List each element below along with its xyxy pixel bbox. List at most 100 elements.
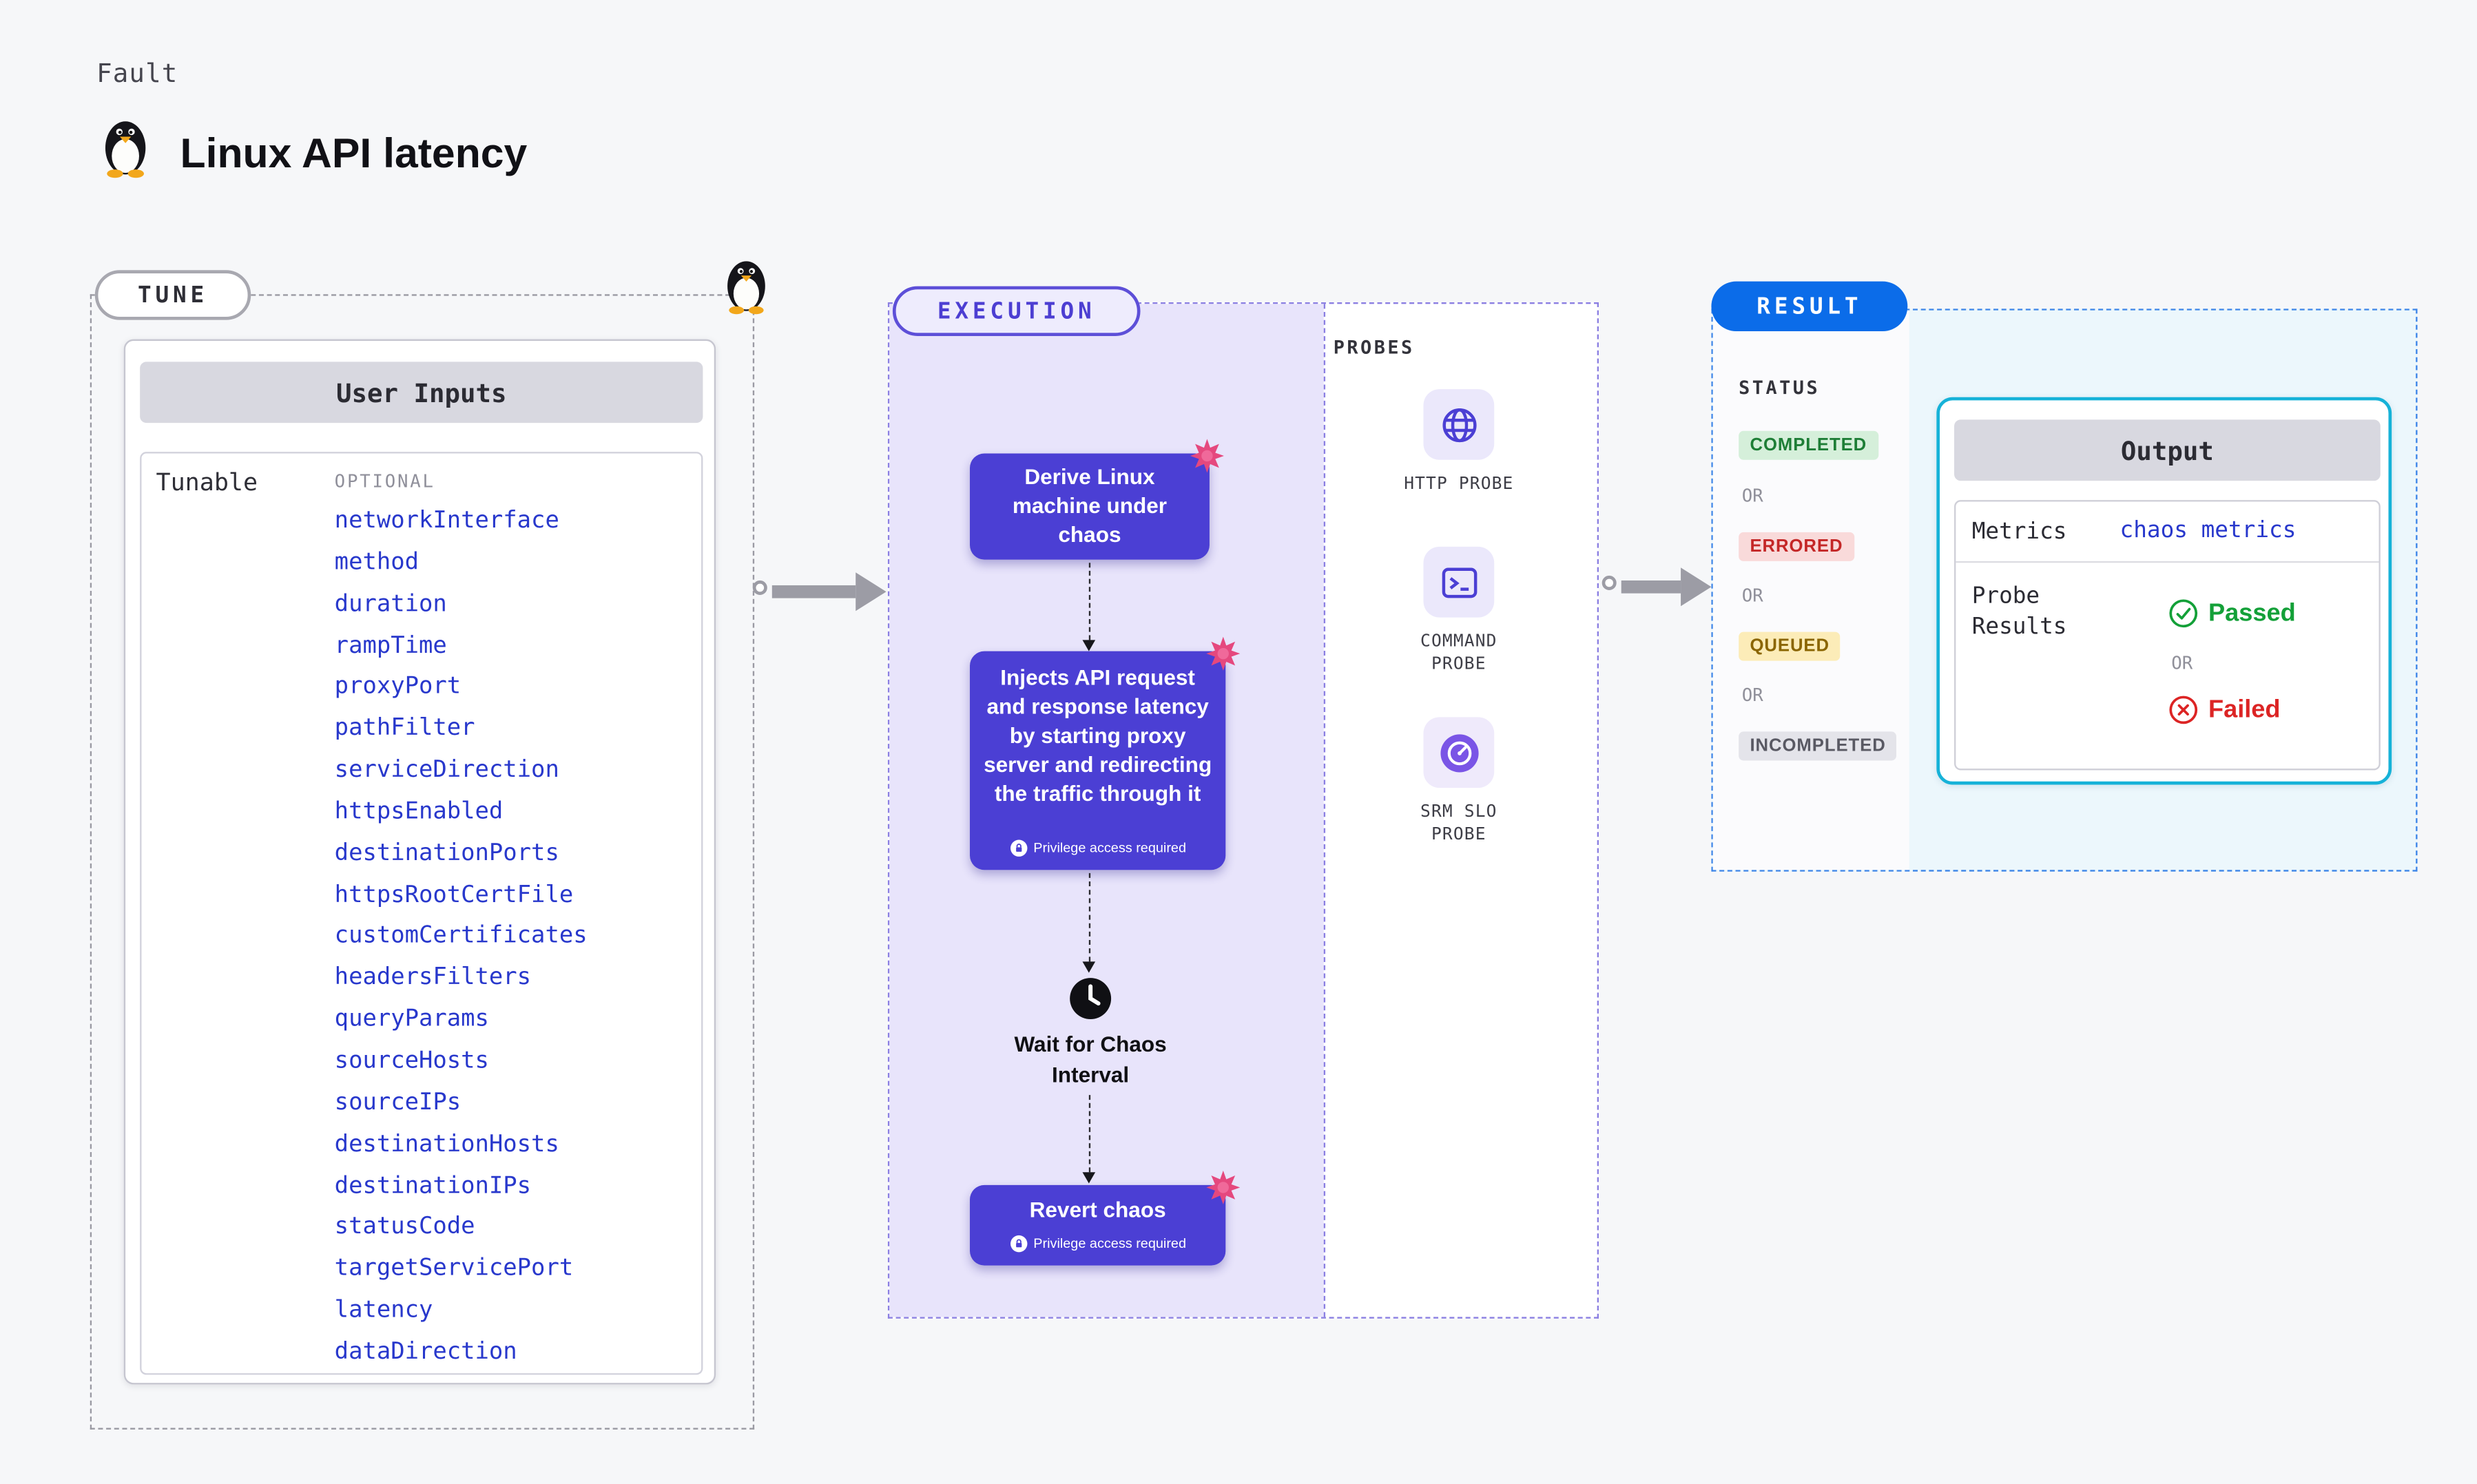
tunable-link[interactable]: proxyPort	[334, 674, 462, 700]
status-badge-completed: COMPLETED	[1739, 430, 1878, 460]
flow-step-derive-label: Derive Linux machine under chaos	[1012, 464, 1168, 547]
chaos-burst-icon	[1206, 636, 1241, 671]
tunable-link[interactable]: pathFilter	[334, 715, 475, 742]
failed-label: Failed	[2208, 695, 2281, 723]
probe-srm	[1423, 717, 1495, 788]
clock-icon	[1068, 976, 1112, 1021]
tunable-link[interactable]: serviceDirection	[334, 757, 559, 784]
status-strip	[1712, 310, 1909, 870]
flow-step-derive: Derive Linux machine under chaos	[970, 439, 1224, 560]
terminal-icon	[1441, 567, 1477, 598]
metrics-label: Metrics	[1971, 519, 2067, 545]
privilege-note-label: Privilege access required	[1033, 839, 1187, 856]
status-badge-queued: QUEUED	[1739, 631, 1841, 661]
passed-label: Passed	[2208, 598, 2296, 627]
tunable-link[interactable]: method	[334, 550, 419, 576]
tunable-link[interactable]: rampTime	[334, 632, 447, 659]
probe-http	[1423, 389, 1495, 460]
arrow-origin-dot	[752, 580, 767, 595]
tunable-link[interactable]: latency	[334, 1297, 433, 1324]
flow-connector	[1082, 563, 1096, 651]
probe-command-label: COMMAND PROBE	[1420, 631, 1497, 674]
tunable-link[interactable]: targetServicePort	[334, 1256, 574, 1282]
tune-pill-label: TUNE	[137, 282, 209, 309]
tunable-link[interactable]: destinationPorts	[334, 840, 559, 866]
probe-command	[1423, 546, 1495, 618]
user-inputs-title: User Inputs	[336, 377, 507, 408]
arrow-shaft	[1621, 580, 1681, 594]
metrics-row: Metrics chaos metrics	[1956, 502, 2379, 563]
privilege-note: Privilege access required	[970, 1229, 1225, 1257]
optional-column-header: OPTIONAL	[334, 471, 435, 492]
or-separator: OR	[2171, 653, 2193, 674]
or-separator: OR	[1741, 485, 1763, 507]
passed-indicator: Passed	[2168, 598, 2296, 629]
failed-indicator: Failed	[2168, 695, 2281, 725]
or-separator: OR	[1741, 585, 1763, 607]
result-pill: RESULT	[1711, 281, 1908, 332]
tunables-panel: Tunable OPTIONAL networkInterface method…	[140, 452, 703, 1375]
flow-step-inject: Injects API request and response latency…	[970, 636, 1241, 870]
page-kicker: Fault	[96, 58, 178, 89]
execution-pill-label: EXECUTION	[937, 298, 1096, 324]
tunable-row-label: Tunable	[156, 468, 258, 497]
arrow-tune-to-execution	[752, 572, 889, 612]
x-circle-icon	[2169, 696, 2198, 724]
tune-pill: TUNE	[94, 270, 251, 320]
tux-penguin-icon	[100, 114, 152, 178]
user-inputs-card: User Inputs Tunable OPTIONAL networkInte…	[123, 339, 716, 1385]
probes-divider	[1323, 304, 1326, 1317]
lock-icon	[1009, 1234, 1027, 1252]
output-card: Output Metrics chaos metrics Probe Resul…	[1936, 397, 2392, 785]
output-table: Metrics chaos metrics Probe Results Pass…	[1954, 500, 2381, 772]
execution-pill: EXECUTION	[892, 286, 1141, 337]
or-separator: OR	[1741, 684, 1763, 707]
user-inputs-header: User Inputs	[140, 362, 703, 424]
flow-connector	[1082, 872, 1096, 973]
tunable-link[interactable]: dataDirection	[334, 1339, 517, 1366]
tunable-link[interactable]: httpsEnabled	[334, 799, 504, 825]
tunable-link[interactable]: duration	[334, 591, 447, 617]
probe-results-row: Probe Results Passed OR Failed	[1956, 563, 2378, 772]
tunable-link[interactable]: httpsRootCertFile	[334, 881, 574, 908]
tunable-link[interactable]: sourceHosts	[334, 1048, 489, 1074]
tunable-link[interactable]: networkInterface	[334, 508, 559, 534]
globe-icon	[1442, 407, 1476, 442]
result-pill-label: RESULT	[1756, 293, 1863, 320]
tunable-link[interactable]: headersFilters	[334, 965, 532, 992]
flow-connector	[1082, 1095, 1096, 1184]
tunable-link[interactable]: destinationHosts	[334, 1131, 559, 1158]
tunables-list: networkInterface method duration rampTim…	[335, 502, 588, 1375]
arrow-origin-dot	[1602, 575, 1617, 590]
status-label: STATUS	[1739, 376, 1821, 399]
chaos-metrics-link[interactable]: chaos metrics	[2120, 517, 2297, 544]
probe-srm-label: SRM SLO PROBE	[1420, 802, 1497, 844]
gauge-icon	[1440, 733, 1478, 772]
check-circle-icon	[2169, 599, 2198, 628]
lock-icon	[1009, 839, 1027, 856]
tunable-link[interactable]: statusCode	[334, 1214, 475, 1241]
tunable-link[interactable]: sourceIPs	[334, 1089, 462, 1116]
status-badge-errored: ERRORED	[1739, 532, 1854, 561]
status-badge-incompleted: INCOMPLETED	[1739, 731, 1898, 761]
flow-step-revert-label: Revert chaos	[1029, 1198, 1166, 1222]
page-title: Linux API latency	[180, 128, 528, 177]
probes-label: PROBES	[1333, 336, 1415, 359]
privilege-note-label: Privilege access required	[1033, 1235, 1187, 1251]
tunable-link[interactable]: queryParams	[334, 1007, 489, 1033]
tunable-link[interactable]: destinationIPs	[334, 1173, 532, 1199]
arrow-execution-to-result	[1602, 567, 1712, 607]
chaos-burst-icon	[1190, 439, 1224, 473]
arrow-head-icon	[856, 572, 887, 612]
probe-http-label: HTTP PROBE	[1404, 474, 1514, 494]
flow-step-wait-label: Wait for Chaos Interval	[1014, 1032, 1167, 1087]
flow-step-inject-label: Injects API request and response latency…	[984, 665, 1212, 806]
output-header: Output	[1954, 419, 2381, 481]
tunable-link[interactable]: customCertificates	[334, 923, 588, 950]
output-title: Output	[2120, 435, 2214, 466]
flow-step-revert: Revert chaos Privilege access required	[970, 1170, 1241, 1266]
privilege-note: Privilege access required	[970, 833, 1225, 862]
arrow-shaft	[771, 585, 856, 598]
chaos-burst-icon	[1206, 1170, 1241, 1204]
